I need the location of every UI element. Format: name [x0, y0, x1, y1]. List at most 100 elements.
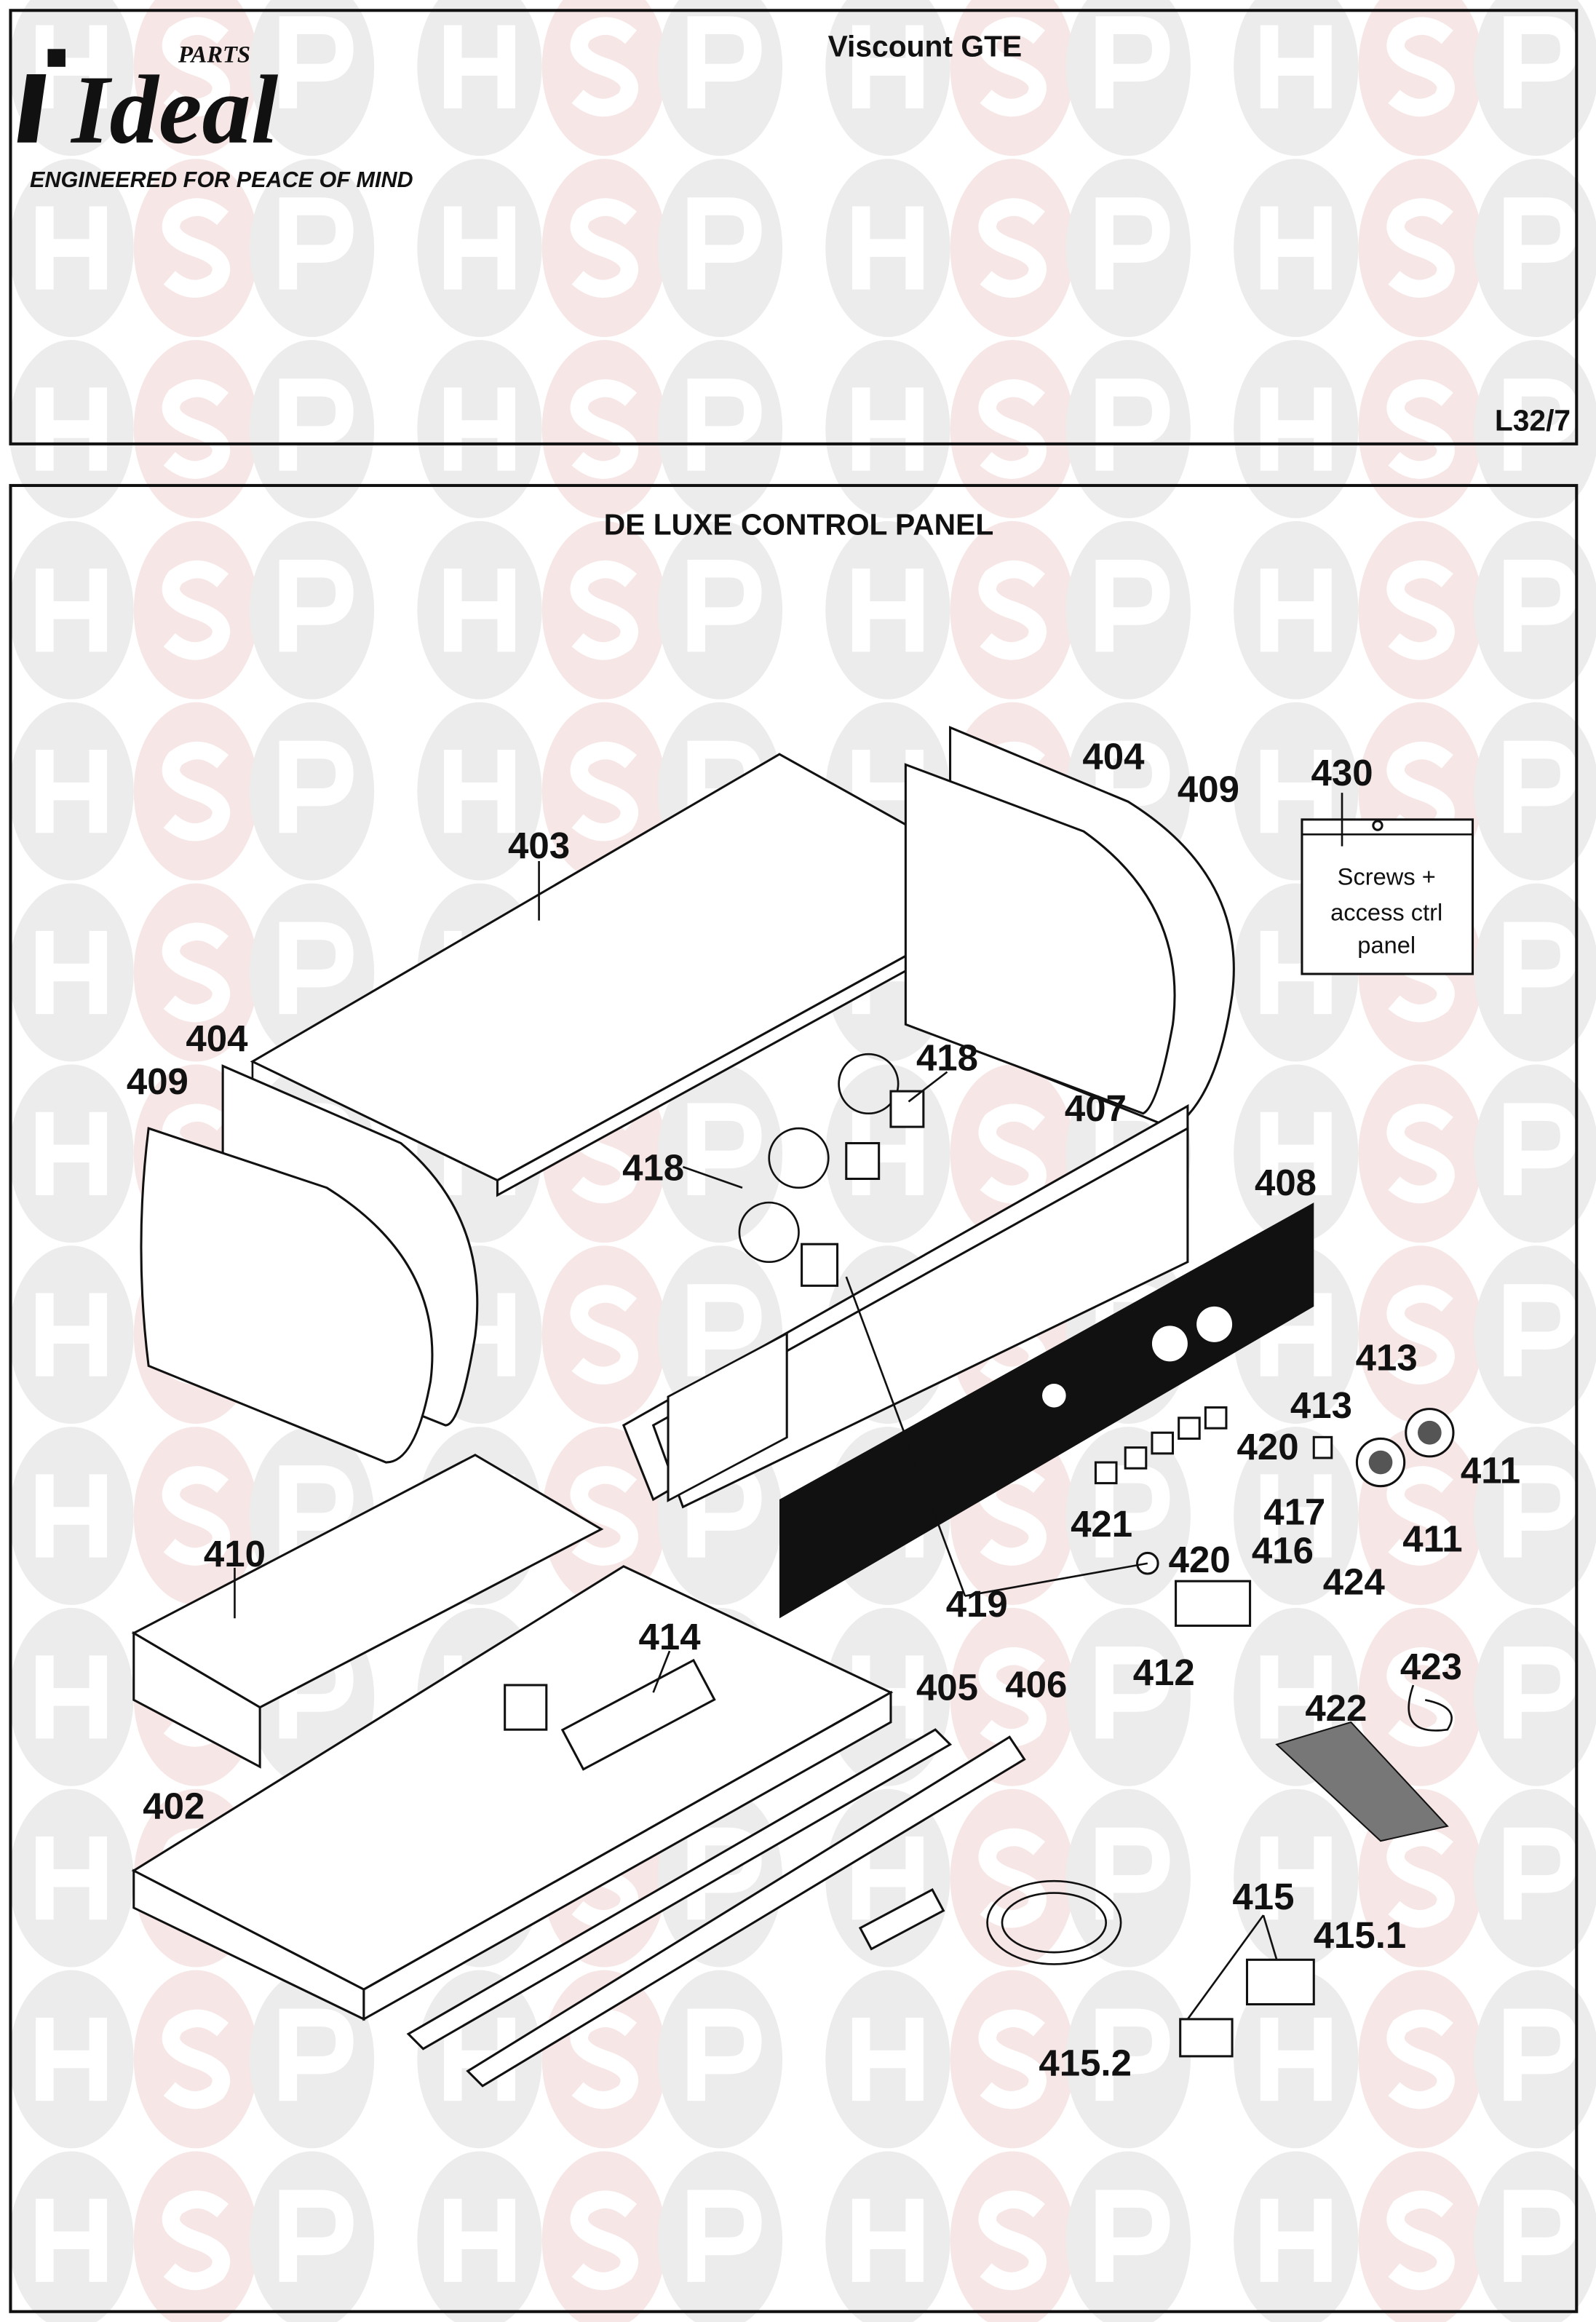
callout-417: 417 — [1263, 1491, 1325, 1533]
brand-parts: PARTS — [178, 42, 250, 68]
watermark-letter-h-glyph — [36, 750, 108, 833]
watermark-letter-s-glyph — [1386, 560, 1455, 660]
callout-402: 402 — [143, 1786, 205, 1827]
watermark-letter-s-glyph — [570, 17, 638, 117]
watermark-letter-p-glyph — [1095, 16, 1170, 108]
watermark-letter-s-glyph — [1386, 1103, 1455, 1204]
watermark-letter-p-glyph — [279, 197, 354, 290]
watermark-letter-h-glyph — [1260, 568, 1332, 652]
watermark-letter-p-glyph — [687, 559, 762, 652]
watermark-letter-h-glyph — [444, 750, 515, 833]
watermark-letter-h-glyph — [444, 25, 515, 108]
callout-labels: 403 404 409 430 404 409 418 418 407 408 … — [127, 736, 1520, 2084]
callout-411-b: 411 — [1402, 1518, 1462, 1559]
watermark-circle — [1065, 2151, 1191, 2322]
watermark-letter-p-glyph — [279, 2190, 354, 2282]
end-panel-left-404-409 — [140, 1064, 479, 1464]
watermark-letter-s-glyph — [570, 2190, 638, 2291]
harness-415 — [858, 1879, 1315, 2058]
watermark-letter-h-glyph — [1260, 1474, 1332, 1558]
control-bracket-407 — [622, 1103, 1189, 1509]
watermark-letter-p-glyph — [687, 2190, 762, 2282]
watermark-letter-s-glyph — [978, 1647, 1047, 1747]
watermark-letter-s-glyph — [570, 379, 638, 479]
watermark-letter-p-glyph — [1095, 379, 1170, 471]
callout-416: 416 — [1252, 1530, 1314, 1572]
watermark-circle — [657, 2151, 783, 2322]
watermark-letter-p-glyph — [687, 16, 762, 108]
watermark-letter-s-glyph — [1386, 1647, 1455, 1747]
watermark-letter-p-glyph — [1504, 1284, 1579, 1376]
watermark-letter-p-glyph — [1095, 2190, 1170, 2282]
watermark-letter-p-glyph — [1504, 197, 1579, 290]
watermark-letter-p-glyph — [279, 740, 354, 833]
watermark-letter-p-glyph — [687, 197, 762, 290]
callout-418-b: 418 — [622, 1147, 684, 1189]
callout-415-2: 415.2 — [1039, 2042, 1132, 2083]
watermark-letter-s-glyph — [570, 560, 638, 660]
watermark-letter-s-glyph — [570, 2009, 638, 2109]
watermark-letter-p-glyph — [687, 379, 762, 471]
callout-409-right: 409 — [1178, 768, 1239, 809]
watermark-letter-s-glyph — [162, 17, 231, 117]
watermark-letter-s-glyph — [1386, 2190, 1455, 2291]
watermark-letter-h-glyph — [1260, 2198, 1332, 2282]
callout-418-a: 418 — [916, 1037, 978, 1079]
callout-406: 406 — [1005, 1663, 1067, 1705]
watermark-letter-s-glyph — [1386, 198, 1455, 298]
callout-422: 422 — [1305, 1687, 1367, 1729]
page-reference: L32/7 — [1495, 403, 1571, 437]
callout-415: 415 — [1232, 1876, 1294, 1917]
leader-lines — [234, 860, 1278, 2020]
watermark-letter-s-glyph — [162, 922, 231, 1023]
watermark-letter-s-glyph — [978, 198, 1047, 298]
watermark-letter-s-glyph — [978, 2190, 1047, 2291]
watermark-letter-p-glyph — [279, 2008, 354, 2101]
model-name: Viscount GTE — [828, 30, 1023, 63]
watermark-letter-h-glyph — [851, 387, 924, 471]
watermark-letter-p-glyph — [1095, 1646, 1170, 1739]
watermark-letter-p-glyph — [279, 16, 354, 108]
watermark-letter-s-glyph — [570, 1466, 638, 1566]
watermark-letter-p-glyph — [687, 1827, 762, 1920]
watermark-letter-h-glyph — [1260, 1112, 1332, 1195]
callout-409-left: 409 — [127, 1061, 188, 1102]
diagram-title: DE LUXE CONTROL PANEL — [604, 507, 993, 541]
watermark-letter-h-glyph — [444, 2198, 515, 2282]
indicator-412 — [1136, 1551, 1252, 1627]
watermark-letter-h-glyph — [444, 568, 515, 652]
watermark-letter-h-glyph — [36, 2017, 108, 2101]
watermark-letter-s-glyph — [1386, 2009, 1455, 2109]
callout-404-right: 404 — [1082, 736, 1145, 777]
watermark-letter-s-glyph — [1386, 379, 1455, 479]
watermark-letter-p-glyph — [279, 922, 354, 1015]
watermark-letter-h-glyph — [1260, 206, 1332, 290]
callout-415-1: 415.1 — [1314, 1914, 1407, 1956]
seal-422-423 — [1275, 1684, 1453, 1842]
watermark-letter-h-glyph — [36, 2198, 108, 2282]
watermark-letter-s-glyph — [162, 379, 231, 479]
watermark-letter-s-glyph — [162, 2190, 231, 2291]
watermark-letter-p-glyph — [1504, 2008, 1579, 2101]
ideal-parts-logo: Ideal PARTS ENGINEERED FOR PEACE OF MIND — [17, 42, 413, 192]
watermark-letter-h-glyph — [36, 930, 108, 1015]
watermark-letter-h-glyph — [1260, 1655, 1332, 1739]
watermark-circle — [249, 2151, 375, 2322]
watermark-letter-h-glyph — [1260, 25, 1332, 108]
watermark-letter-p-glyph — [1095, 197, 1170, 290]
callout-413-a: 413 — [1356, 1337, 1418, 1379]
tray-410 — [131, 1454, 604, 1769]
access-bag-430: Screws + access ctrl panel — [1301, 793, 1474, 975]
base-402 — [131, 1565, 894, 2021]
callout-405: 405 — [916, 1666, 978, 1708]
watermark-letter-p-glyph — [279, 379, 354, 471]
watermark-letter-h-glyph — [36, 568, 108, 652]
watermark-letter-h-glyph — [36, 1474, 108, 1558]
watermark-letter-h-glyph — [1260, 2017, 1332, 2101]
watermark-circle — [1234, 0, 1359, 156]
watermark-letter-h-glyph — [851, 568, 924, 652]
watermark-letter-h-glyph — [36, 387, 108, 471]
watermark-letter-h-glyph — [851, 25, 924, 108]
watermark-letter-p-glyph — [1504, 1465, 1579, 1558]
